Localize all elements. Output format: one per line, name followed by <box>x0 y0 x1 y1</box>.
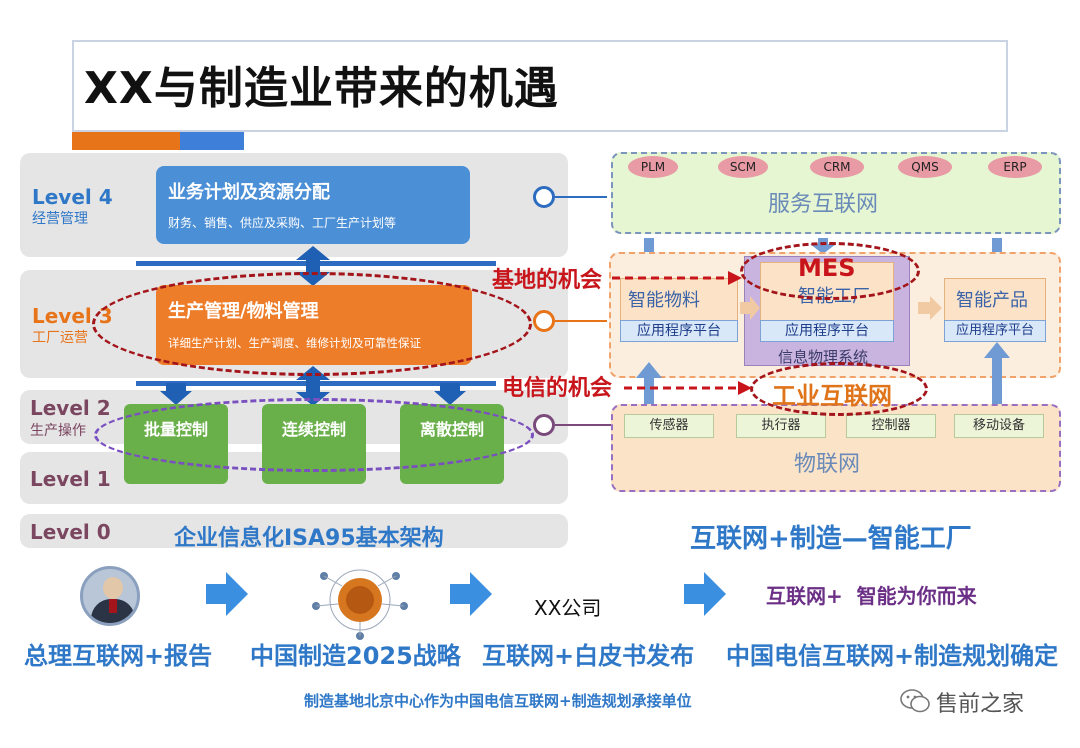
level0-band <box>20 514 568 548</box>
timeline-arrow-icon <box>206 572 248 616</box>
mobile-device-tab: 移动设备 <box>954 414 1044 438</box>
timeline-arrow-icon <box>684 572 726 616</box>
isa95-caption: 企业信息化ISA95基本架构 <box>174 526 444 551</box>
service-internet-label: 服务互联网 <box>768 192 879 217</box>
level1-label: Level 1 <box>30 467 111 491</box>
avatar <box>80 566 140 626</box>
iot-label: 物联网 <box>794 452 861 477</box>
title-frame <box>72 40 1008 132</box>
level3-link-line <box>555 320 607 322</box>
level2-link-line <box>555 424 611 426</box>
level4-label: Level 4 <box>32 185 113 209</box>
up-arrow-icon <box>636 362 662 406</box>
level4-box: 业务计划及资源分配 财务、销售、供应及采购、工厂生产计划等 <box>156 166 470 244</box>
scm-pill: SCM <box>718 156 768 178</box>
plm-pill: PLM <box>628 156 678 178</box>
mes-label: MES <box>798 254 856 282</box>
level2-connector <box>533 414 555 436</box>
title-accent-orange <box>72 132 180 150</box>
level4-sublabel: 经营管理 <box>32 211 88 227</box>
page-title: XX与制造业带来的机遇 <box>84 63 559 114</box>
up-arrow-icon <box>984 342 1010 406</box>
level3-connector <box>533 310 555 332</box>
base-opportunity-arrow-icon <box>612 271 742 285</box>
down-arrow-icon <box>434 383 466 405</box>
sensor-tab: 传感器 <box>624 414 714 438</box>
timeline-step2: 中国制造2025战略 <box>250 642 461 670</box>
smart-product-label: 智能产品 <box>956 290 1028 311</box>
level4-link-line <box>555 196 607 198</box>
timeline-arrow-icon <box>450 572 492 616</box>
made-in-china-2025-graphic <box>312 569 408 640</box>
level4-box-desc: 财务、销售、供应及采购、工厂生产计划等 <box>168 216 397 230</box>
right-arrow-icon <box>918 296 942 320</box>
level0-label: Level 0 <box>30 520 111 544</box>
level4-box-title: 业务计划及资源分配 <box>168 182 330 203</box>
crm-pill: CRM <box>810 156 864 178</box>
down-arrow-icon <box>160 383 192 405</box>
footer-note: 制造基地北京中心作为中国电信互联网+制造规划承接单位 <box>304 692 692 710</box>
smart-product-platform: 应用程序平台 <box>944 320 1046 342</box>
iiot-highlight-ellipse <box>750 362 928 416</box>
base-opportunity-label: 基地的机会 <box>492 268 603 293</box>
actuator-tab: 执行器 <box>736 414 826 438</box>
smart-material-platform: 应用程序平台 <box>620 320 738 342</box>
timeline-step1: 总理互联网+报告 <box>24 642 213 670</box>
mes-highlight-ellipse <box>740 242 920 300</box>
level2-sublabel: 生产操作 <box>30 423 86 439</box>
right-arrow-icon <box>740 296 760 320</box>
level2-label: Level 2 <box>30 396 111 420</box>
title-accent-blue <box>180 132 244 150</box>
controller-tab: 控制器 <box>846 414 936 438</box>
smart-factory-caption: 互联网+制造—智能工厂 <box>690 524 972 554</box>
iiot-label: 工业互联网 <box>772 382 892 410</box>
telecom-opportunity-label: 电信的机会 <box>502 376 613 401</box>
company-name: XX公司 <box>534 596 602 620</box>
level2-highlight-ellipse <box>94 398 534 472</box>
level4-connector <box>533 186 555 208</box>
telecom-opportunity-arrow-icon <box>624 381 752 395</box>
timeline-step3: 互联网+白皮书发布 <box>482 642 695 670</box>
erp-pill: ERP <box>988 156 1042 178</box>
smart-material-label: 智能物料 <box>628 290 700 311</box>
smart-factory-platform: 应用程序平台 <box>760 320 894 342</box>
watermark: 售前之家 <box>936 692 1025 717</box>
qms-pill: QMS <box>898 156 952 178</box>
timeline-step4: 中国电信互联网+制造规划确定 <box>726 642 1059 670</box>
level3-sublabel: 工厂运营 <box>32 330 88 346</box>
level3-highlight-ellipse <box>92 272 532 376</box>
slogan: 互联网+ 智能为你而来 <box>766 584 977 608</box>
wechat-icon <box>900 689 930 713</box>
updown-arrow-icon <box>296 366 330 406</box>
